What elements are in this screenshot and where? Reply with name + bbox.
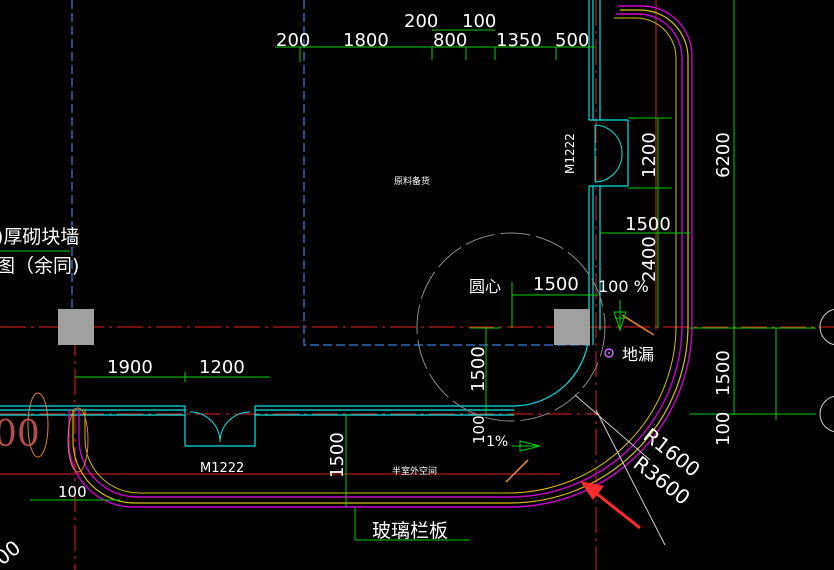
radius-leaders [574, 394, 666, 546]
wall-note-line1: )厚砌块墙 [0, 226, 79, 248]
wall-note-line2: 图（余同) [0, 255, 79, 277]
dim-lower-1200: 1200 [199, 357, 245, 378]
room-label-material: 原料备货 [394, 175, 430, 187]
dim-top-200b: 200 [404, 11, 438, 32]
dim-right-1500: 1500 [713, 350, 734, 396]
dim-center-1500-v: 1500 [468, 346, 489, 392]
dim-top-1350: 1350 [496, 30, 542, 51]
door-bottom-label: M1222 [200, 461, 244, 476]
dim-right-100: 100 [713, 412, 734, 446]
door-bottom [189, 411, 251, 443]
dim-right-2400: 2400 [639, 236, 660, 282]
left-railing-ends [27, 392, 89, 473]
dim-center-100-v: 100 [470, 415, 488, 444]
slope-label: 1% [486, 434, 508, 450]
dim-bottom-1500: 1500 [327, 432, 348, 478]
dim-lower-1900: 1900 [107, 357, 153, 378]
walls [0, 0, 629, 447]
columns [58, 309, 590, 345]
glass-panel-label: 玻璃栏板 [372, 520, 448, 542]
red-pointer-arrow [580, 481, 641, 530]
dim-right-6200: 6200 [713, 132, 734, 178]
floor-drain-icon [604, 348, 614, 358]
dim-right-1200: 1200 [639, 132, 660, 178]
center-circle-label: 圆心 [469, 277, 501, 296]
room-boundary [71, 0, 590, 346]
axis-bubbles [819, 308, 834, 433]
dim-right-1500-h: 1500 [625, 214, 671, 235]
dim-center-1500: 1500 [533, 274, 579, 295]
door-right-label: M1222 [563, 133, 577, 174]
dim-top-100: 100 [462, 11, 496, 32]
top-dimension-texts: 200 100 200 1800 800 1350 500 [276, 11, 589, 51]
glass-railing [68, 5, 693, 508]
dimension-ticks [505, 314, 655, 483]
dimension-lines [30, 0, 816, 541]
dim-bottom-100: 100 [58, 483, 87, 501]
floor-drain-label: 地漏 [622, 345, 654, 364]
partial-left-numeral: 00 [0, 414, 40, 455]
dim-top-800: 800 [433, 30, 467, 51]
corner-percent: 100 % [598, 277, 649, 296]
dim-top-200: 200 [276, 30, 310, 51]
slope-arrows [519, 311, 627, 452]
dim-top-500: 500 [555, 30, 589, 51]
radius-circle [416, 232, 606, 422]
door-right [594, 124, 623, 183]
room-label-basement: 半室外空间 [392, 465, 437, 477]
dim-top-1800: 1800 [343, 30, 389, 51]
